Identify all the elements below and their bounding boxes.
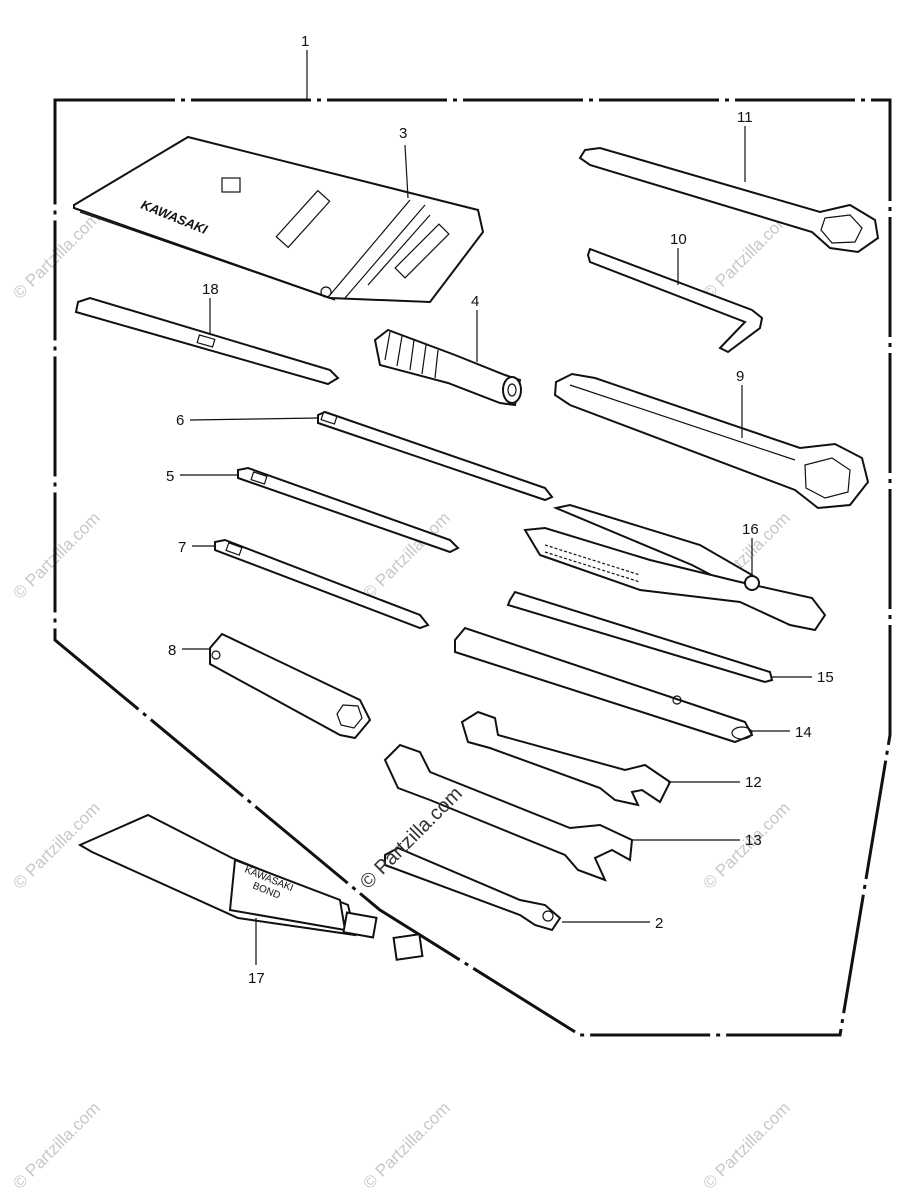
- open-end-wrench: 13: [383, 743, 762, 882]
- callout-10: 10: [670, 231, 687, 248]
- callout-5: 5: [166, 468, 174, 485]
- screwdriver-bit: 7: [178, 538, 430, 630]
- callout-18: 18: [202, 281, 219, 298]
- screwdriver-bit: 6: [176, 410, 554, 502]
- tool-bag: KAWASAKI 3: [73, 125, 485, 304]
- watermark: © Partzilla.com: [699, 1098, 793, 1192]
- handle-bar: 14: [454, 626, 812, 744]
- hex-key: 10: [586, 231, 764, 354]
- callout-3: 3: [399, 125, 407, 142]
- open-end-wrench: 12: [460, 710, 762, 807]
- callout-12: 12: [745, 774, 762, 791]
- screwdriver-bit: 5: [166, 466, 460, 554]
- callout-2: 2: [655, 915, 663, 932]
- box-spanner: 8: [168, 632, 372, 740]
- callout-9: 9: [736, 368, 744, 385]
- callout-14: 14: [795, 724, 812, 741]
- callout-11: 11: [737, 109, 753, 126]
- callout-17: 17: [248, 970, 265, 987]
- bond-tube: KAWASAKI BOND 17: [77, 813, 424, 987]
- callout-1: 1: [301, 33, 309, 50]
- watermark: © Partzilla.com: [9, 508, 103, 602]
- extension-bar: 2: [384, 846, 663, 932]
- watermark: © Partzilla.com: [359, 1098, 453, 1192]
- pliers: 16: [523, 503, 827, 632]
- spanner-wrench: 11: [578, 109, 880, 254]
- tool-kit-outline: 1: [53, 33, 892, 1037]
- callout-8: 8: [168, 642, 176, 659]
- callout-15: 15: [817, 669, 834, 686]
- callout-6: 6: [176, 412, 184, 429]
- screwdriver-shaft: 18: [74, 281, 340, 386]
- callout-16: 16: [742, 521, 759, 538]
- watermark: © Partzilla.com: [9, 208, 103, 302]
- box-wrench: 9: [553, 368, 870, 510]
- rod: 15: [506, 590, 834, 686]
- callout-7: 7: [178, 539, 186, 556]
- callout-13: 13: [745, 832, 762, 849]
- screwdriver-grip: 4: [373, 293, 522, 407]
- watermark: © Partzilla.com: [9, 1098, 103, 1192]
- callout-4: 4: [471, 293, 479, 310]
